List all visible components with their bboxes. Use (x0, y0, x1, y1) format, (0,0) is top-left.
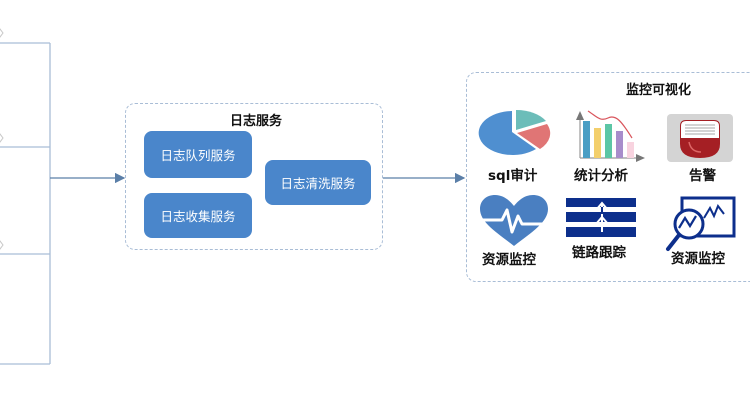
alarm-light-icon (667, 114, 733, 162)
log-service-group (125, 103, 383, 250)
log-queue-service[interactable]: 日志队列服务 (144, 131, 252, 178)
tile-label: 资源监控 (671, 251, 725, 267)
trace-icon (566, 198, 636, 237)
tile-label: 告警 (689, 168, 716, 184)
log-collect-service[interactable]: 日志收集服务 (144, 193, 252, 238)
magnifier-chart-icon (666, 196, 736, 251)
diamond-marker (0, 240, 4, 250)
bar-chart-icon (576, 110, 645, 162)
source-bracket (0, 42, 51, 365)
tile-resource-monitor-magnifier[interactable]: 资源监控 (662, 194, 750, 274)
diamond-marker (0, 133, 4, 143)
tile-alarm[interactable]: 告警 (665, 108, 750, 188)
tile-label: 统计分析 (574, 168, 628, 184)
log-service-title: 日志服务 (230, 114, 283, 129)
tile-sql-audit[interactable]: sql审计 (474, 108, 564, 188)
tile-label: 资源监控 (482, 252, 536, 268)
source-diamond-markers (0, 28, 4, 250)
pie-chart-icon (478, 109, 551, 155)
tile-label: 链路跟踪 (572, 245, 626, 261)
tile-label: sql审计 (488, 168, 538, 184)
heartbeat-icon (480, 195, 548, 246)
monitoring-group (466, 72, 750, 282)
tile-resource-monitor-heart[interactable]: 资源监控 (474, 194, 564, 274)
diamond-marker (0, 28, 4, 38)
tile-trace[interactable]: 链路跟踪 (566, 194, 656, 274)
tile-statistics[interactable]: 统计分析 (566, 108, 656, 188)
log-clean-service[interactable]: 日志清洗服务 (265, 160, 371, 205)
monitoring-title: 监控可视化 (626, 83, 692, 98)
